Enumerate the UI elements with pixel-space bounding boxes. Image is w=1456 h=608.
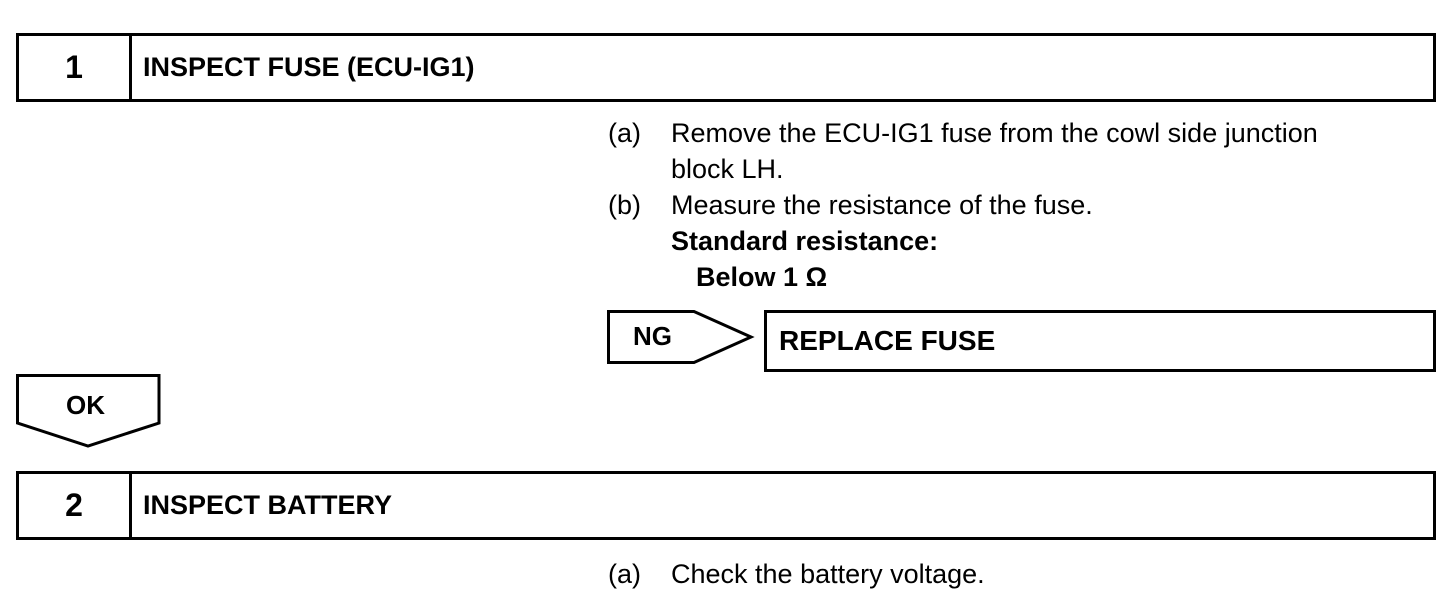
instruction-item: (a) Check the battery voltage.: [608, 556, 1428, 592]
instruction-item: (a) Remove the ECU-IG1 fuse from the cow…: [608, 115, 1428, 187]
instruction-text-line: block LH.: [671, 154, 784, 184]
instruction-item: (b) Measure the resistance of the fuse.: [608, 187, 1428, 223]
replace-fuse-box: REPLACE FUSE: [764, 310, 1436, 372]
instruction-label: (b): [608, 190, 641, 220]
step-2-header: 2 INSPECT BATTERY: [16, 471, 1436, 540]
step-1-header: 1 INSPECT FUSE (ECU-IG1): [16, 33, 1436, 102]
step-1-number: 1: [19, 36, 132, 99]
instruction-label: (a): [608, 118, 641, 148]
step-2-title: INSPECT BATTERY: [143, 490, 393, 520]
instruction-text: Remove the ECU-IG1 fuse from the cowl si…: [671, 115, 1428, 187]
ng-arrow-icon: [607, 310, 755, 364]
standard-label: Standard resistance:: [671, 226, 939, 256]
step-1-title: INSPECT FUSE (ECU-IG1): [143, 52, 475, 82]
instruction-label: (a): [608, 559, 641, 589]
ok-label: OK: [66, 390, 105, 420]
instruction-text-line: Remove the ECU-IG1 fuse from the cowl si…: [671, 118, 1318, 148]
standard-value: Below 1 Ω: [696, 262, 828, 292]
step-2-number: 2: [19, 474, 132, 537]
ok-arrow-icon: [16, 374, 161, 448]
instruction-text: Measure the resistance of the fuse.: [671, 190, 1093, 220]
ng-label: NG: [633, 321, 672, 351]
step-2-instructions: (a) Check the battery voltage.: [608, 556, 1428, 592]
step-1-instructions: (a) Remove the ECU-IG1 fuse from the cow…: [608, 115, 1428, 295]
instruction-text: Check the battery voltage.: [671, 559, 985, 589]
